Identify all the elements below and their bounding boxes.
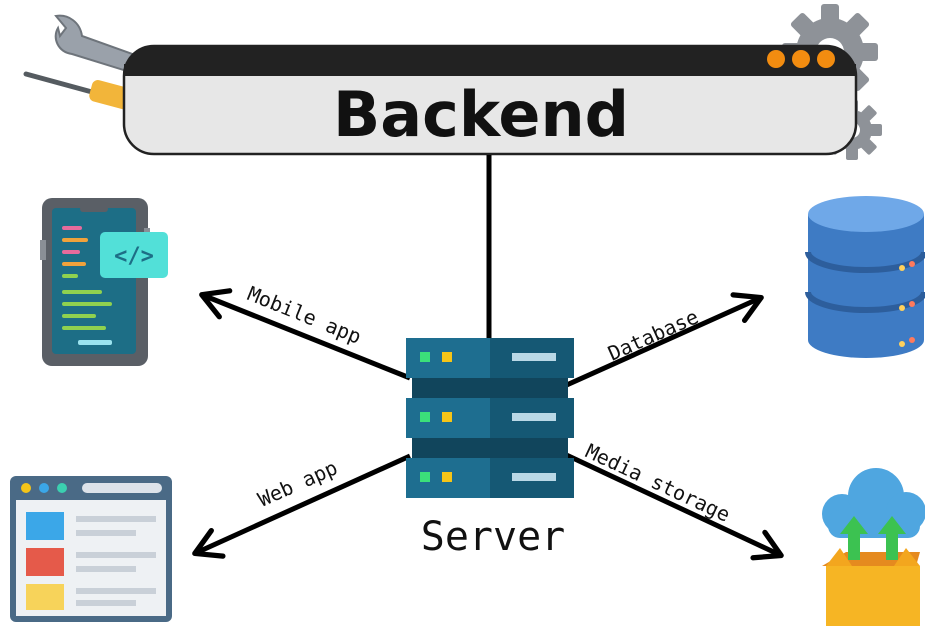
arrow-mobile-app (199, 288, 411, 381)
label-media-storage: Media storage (582, 439, 734, 527)
mobile-phone-icon: </> (40, 198, 168, 366)
arrow-media-storage (558, 449, 784, 561)
label-web-app: Web app (254, 455, 341, 511)
backend-window: Backend (122, 44, 858, 156)
label-database: Database (604, 304, 702, 365)
server-rack-icon (406, 338, 574, 498)
window-dot (767, 50, 785, 68)
window-dot (817, 50, 835, 68)
database-icon (805, 196, 925, 358)
window-dot (792, 50, 810, 68)
svg-text:</>: </> (114, 244, 154, 269)
screwdriver-icon (23, 71, 135, 110)
arrow-web-app (192, 453, 412, 559)
browser-window-icon (10, 476, 172, 622)
label-mobile-app: Mobile app (244, 281, 365, 348)
wrench-icon (54, 14, 140, 74)
backend-title: Backend (333, 78, 629, 151)
arrow-database (558, 292, 764, 391)
cloud-upload-box-icon (822, 468, 925, 626)
server-label: Server (421, 514, 566, 560)
